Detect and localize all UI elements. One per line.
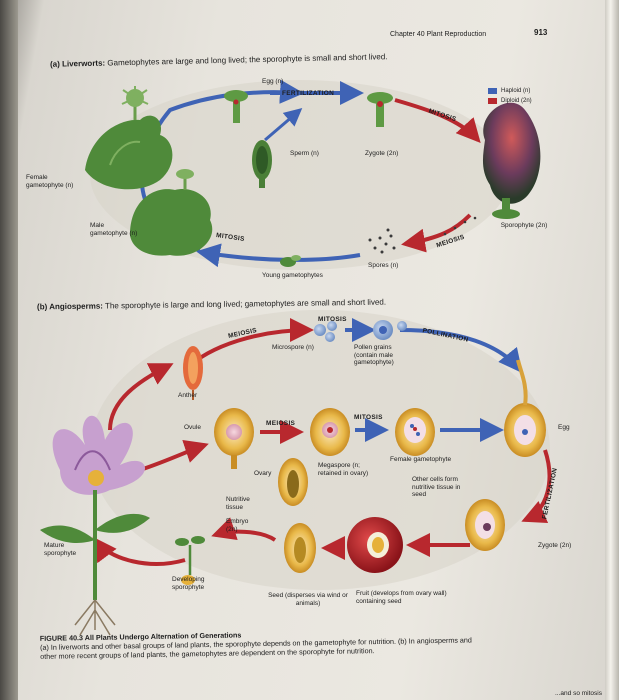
seed-illustration	[284, 523, 316, 573]
page-edge	[605, 0, 619, 700]
sporophyte-capsule	[482, 102, 541, 219]
male-gametophyte-plant	[130, 169, 213, 256]
zygote-ovule-illustration	[465, 499, 505, 551]
label-ovary: Ovary	[254, 470, 272, 477]
embryo-illustration	[278, 458, 308, 506]
label-ovule: Ovule	[184, 424, 201, 431]
label-megaspore: Megaspore (n; retained in ovary)	[318, 462, 369, 477]
chapter-header: Chapter 40 Plant Reproduction	[390, 31, 487, 38]
label-meiosis-mid-b: MEIOSIS	[266, 420, 296, 427]
antheridium	[252, 140, 272, 188]
label-nutritive-tissue: Nutritive tissue	[226, 496, 250, 511]
label-spores: Spores (n)	[368, 262, 399, 269]
label-sporophyte-a: Sporophyte (2n)	[500, 222, 548, 229]
seedling-illustration	[175, 536, 205, 585]
page-number: 913	[534, 28, 548, 37]
haploid-swatch	[488, 88, 497, 94]
book-spine-shadow	[0, 0, 18, 700]
spores	[368, 216, 477, 254]
microspore-cluster	[314, 321, 337, 342]
label-female-gametophyte: Female gametophyte (n)	[26, 174, 74, 189]
label-pollen-grains: Pollen grains (contain male gametophyte)	[354, 344, 394, 366]
pollination-arrow	[399, 328, 523, 374]
anther-illustration	[183, 346, 203, 400]
legend: Haploid (n) Diploid (2n)	[488, 86, 558, 106]
label-egg-b: Egg	[558, 424, 570, 431]
ovule-illustration	[214, 408, 254, 469]
fruit-illustration	[347, 517, 403, 573]
angiosperms-heading-bold: (b) Angiosperms:	[36, 301, 104, 312]
legend-label-haploid: Haploid (n)	[501, 88, 531, 94]
fertilization-arrow-b	[521, 449, 552, 524]
sperm-to-egg-arrow	[264, 108, 303, 142]
female-gametophyte-illustration	[395, 408, 435, 456]
label-embryo: Embryo (2n)	[226, 518, 249, 533]
seed-to-embryo-arrow	[211, 517, 277, 542]
label-fruit: Fruit (develops from ovary wall) contain…	[356, 590, 447, 605]
legend-item-diploid: Diploid (2n)	[488, 96, 558, 106]
corner-text-fragment: ...and so mitosis	[555, 690, 602, 697]
label-developing-sporophyte: Developing sporophyte	[172, 576, 205, 591]
liverworts-heading-bold: (a) Liverworts:	[49, 58, 106, 69]
label-male-gametophyte: Male gametophyte (n)	[90, 222, 138, 237]
label-sperm: Sperm (n)	[290, 150, 319, 157]
young-gametophyte	[280, 255, 301, 267]
label-female-gametophyte-b: Female gametophyte	[390, 456, 452, 463]
sporophyte-return-arrow	[92, 536, 186, 566]
archegonium	[224, 90, 248, 123]
legend-item-haploid: Haploid (n)	[488, 86, 558, 96]
label-mature-sporophyte: Mature sporophyte	[44, 542, 77, 557]
label-young-gametophytes: Young gametophytes	[262, 272, 323, 279]
label-zygote-a: Zygote (2n)	[365, 150, 399, 157]
mitosis-arrow-top	[394, 98, 481, 143]
egg-ovule-illustration	[504, 359, 546, 457]
label-mitosis-top-b: MITOSIS	[318, 316, 347, 323]
diploid-swatch	[488, 98, 497, 104]
label-other-cells: Other cells form nutritive tissue in see…	[412, 476, 461, 498]
female-gametophyte-plant	[85, 86, 173, 190]
mature-sporophyte-plant	[40, 415, 150, 636]
legend-label-diploid: Diploid (2n)	[501, 98, 532, 104]
megaspore-illustration	[310, 408, 350, 456]
label-anther: Anther	[178, 392, 198, 399]
flower-to-anther-arrow	[108, 363, 174, 431]
label-seed: Seed (disperses via wind or animals)	[268, 592, 348, 607]
pollen-grains	[373, 320, 407, 340]
label-zygote-b: Zygote (2n)	[538, 542, 572, 549]
flower-to-ovule-arrow	[139, 439, 209, 472]
label-microspore: Microspore (n)	[272, 344, 314, 351]
label-egg-a: Egg (n)	[262, 78, 284, 85]
zygote-archegonium	[367, 92, 393, 127]
label-fertilization-a: FERTILIZATION	[282, 90, 335, 97]
label-mitosis-mid-b: MITOSIS	[354, 414, 383, 421]
